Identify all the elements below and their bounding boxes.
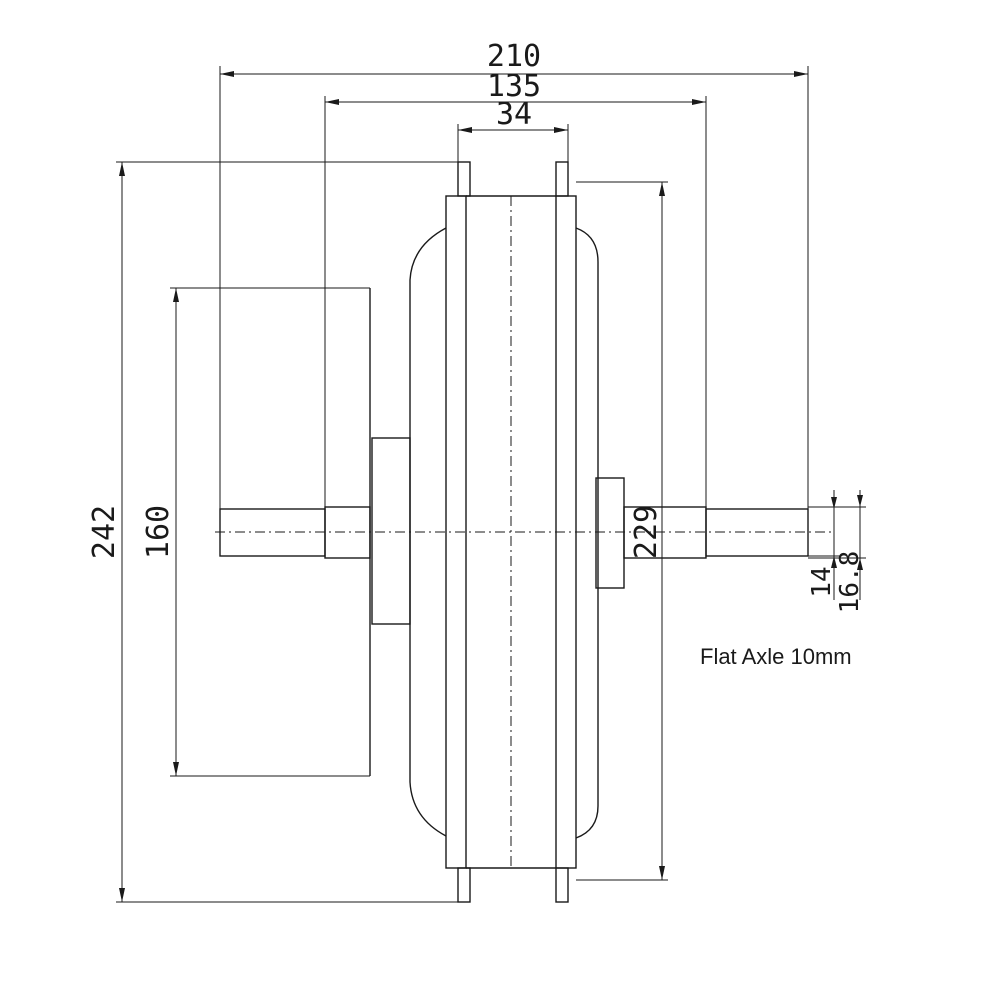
- dimension-labels: 210 135 34 242 160 229 14 16.8: [87, 39, 865, 613]
- right-axle-hatched: [705, 508, 809, 557]
- motor-outline: [215, 161, 832, 903]
- dim-outer-diameter: 242: [87, 505, 122, 559]
- left-flange-tab-bottom: [457, 867, 471, 903]
- dimension-lines: [116, 66, 866, 903]
- dim-rim-diameter: 229: [629, 505, 664, 559]
- left-axle-spacer: [324, 506, 371, 559]
- right-hub-cover: [575, 227, 599, 839]
- left-hub-boss: [371, 437, 411, 625]
- dim-axle-flat: 14: [807, 566, 837, 597]
- dim-overall-width: 210: [487, 39, 541, 74]
- left-flange: [445, 195, 467, 869]
- dim-shaft-span: 135: [487, 69, 541, 104]
- left-flange-tab-top: [457, 161, 471, 197]
- axle: [219, 477, 809, 589]
- axle-note: Flat Axle 10mm: [700, 644, 852, 669]
- right-axle-nut: [595, 477, 625, 589]
- right-flange-tab-top: [555, 161, 569, 197]
- dim-axle-diameter: 16.8: [835, 551, 865, 614]
- dim-brake-disc-diameter: 160: [141, 505, 176, 559]
- right-flange-tab-bottom: [555, 867, 569, 903]
- dim-rim-width: 34: [496, 97, 532, 132]
